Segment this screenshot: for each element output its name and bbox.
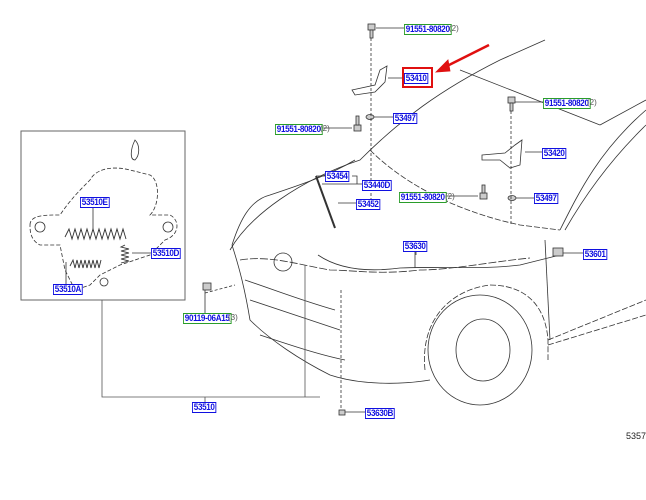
part-label-bolt-top[interactable]: 91551-80820 (404, 24, 452, 35)
support-rod-shape (315, 175, 336, 229)
part-label-latch-spring-d[interactable]: 53510D (151, 248, 181, 259)
latch-inset-box (20, 130, 186, 301)
part-label-latch-bolt[interactable]: 90119-06A15 (183, 313, 232, 324)
spring-d (119, 244, 130, 264)
part-label-bolt-mid[interactable]: 91551-80820 (399, 192, 447, 203)
highlight-box (402, 67, 433, 88)
hinge-left-shape (351, 65, 388, 96)
latch-shape (29, 139, 178, 291)
qty-bolt-top: (2) (449, 24, 459, 33)
part-label-bolt-left[interactable]: 91551-80820 (275, 124, 323, 135)
highlight-arrow (444, 43, 490, 69)
qty-bolt-mid: (2) (445, 192, 455, 201)
part-label-rod-holder[interactable]: 53452 (356, 199, 381, 210)
part-label-latch-spring-e[interactable]: 53510E (80, 197, 110, 208)
part-label-release-lever[interactable]: 53601 (583, 249, 608, 260)
spring-e (64, 227, 127, 241)
part-label-support-rod[interactable]: 53440D (362, 180, 392, 191)
wheel-arch (424, 284, 549, 371)
hood-outline (229, 39, 546, 251)
part-label-release-cable[interactable]: 53630 (403, 241, 428, 252)
part-label-hinge-left[interactable]: 53410 (404, 73, 429, 84)
spring-a (69, 258, 102, 269)
part-label-washer-left[interactable]: 53497 (393, 113, 418, 124)
hinge-right-shape (481, 139, 523, 169)
part-label-latch-assy[interactable]: 53510 (192, 402, 217, 413)
part-label-latch-spring-a[interactable]: 53510A (53, 284, 83, 295)
qty-latch-bolt: (3) (228, 313, 238, 322)
part-label-bolt-right-top[interactable]: 91551-80820 (543, 98, 591, 109)
front-bumper-outline (231, 244, 431, 384)
leader-lines (204, 27, 583, 413)
release-cable-line (317, 254, 561, 271)
part-label-support-rod-part[interactable]: 53454 (325, 171, 350, 182)
wheel (427, 294, 533, 406)
part-label-cable-clamp[interactable]: 53630B (365, 408, 395, 419)
bolts (202, 23, 564, 416)
qty-bolt-left: (2) (320, 124, 330, 133)
figure-reference: 5357 (626, 431, 646, 441)
part-label-hinge-right[interactable]: 53420 (542, 148, 567, 159)
part-label-washer-right[interactable]: 53497 (534, 193, 559, 204)
qty-bolt-right-top: (2) (587, 98, 597, 107)
